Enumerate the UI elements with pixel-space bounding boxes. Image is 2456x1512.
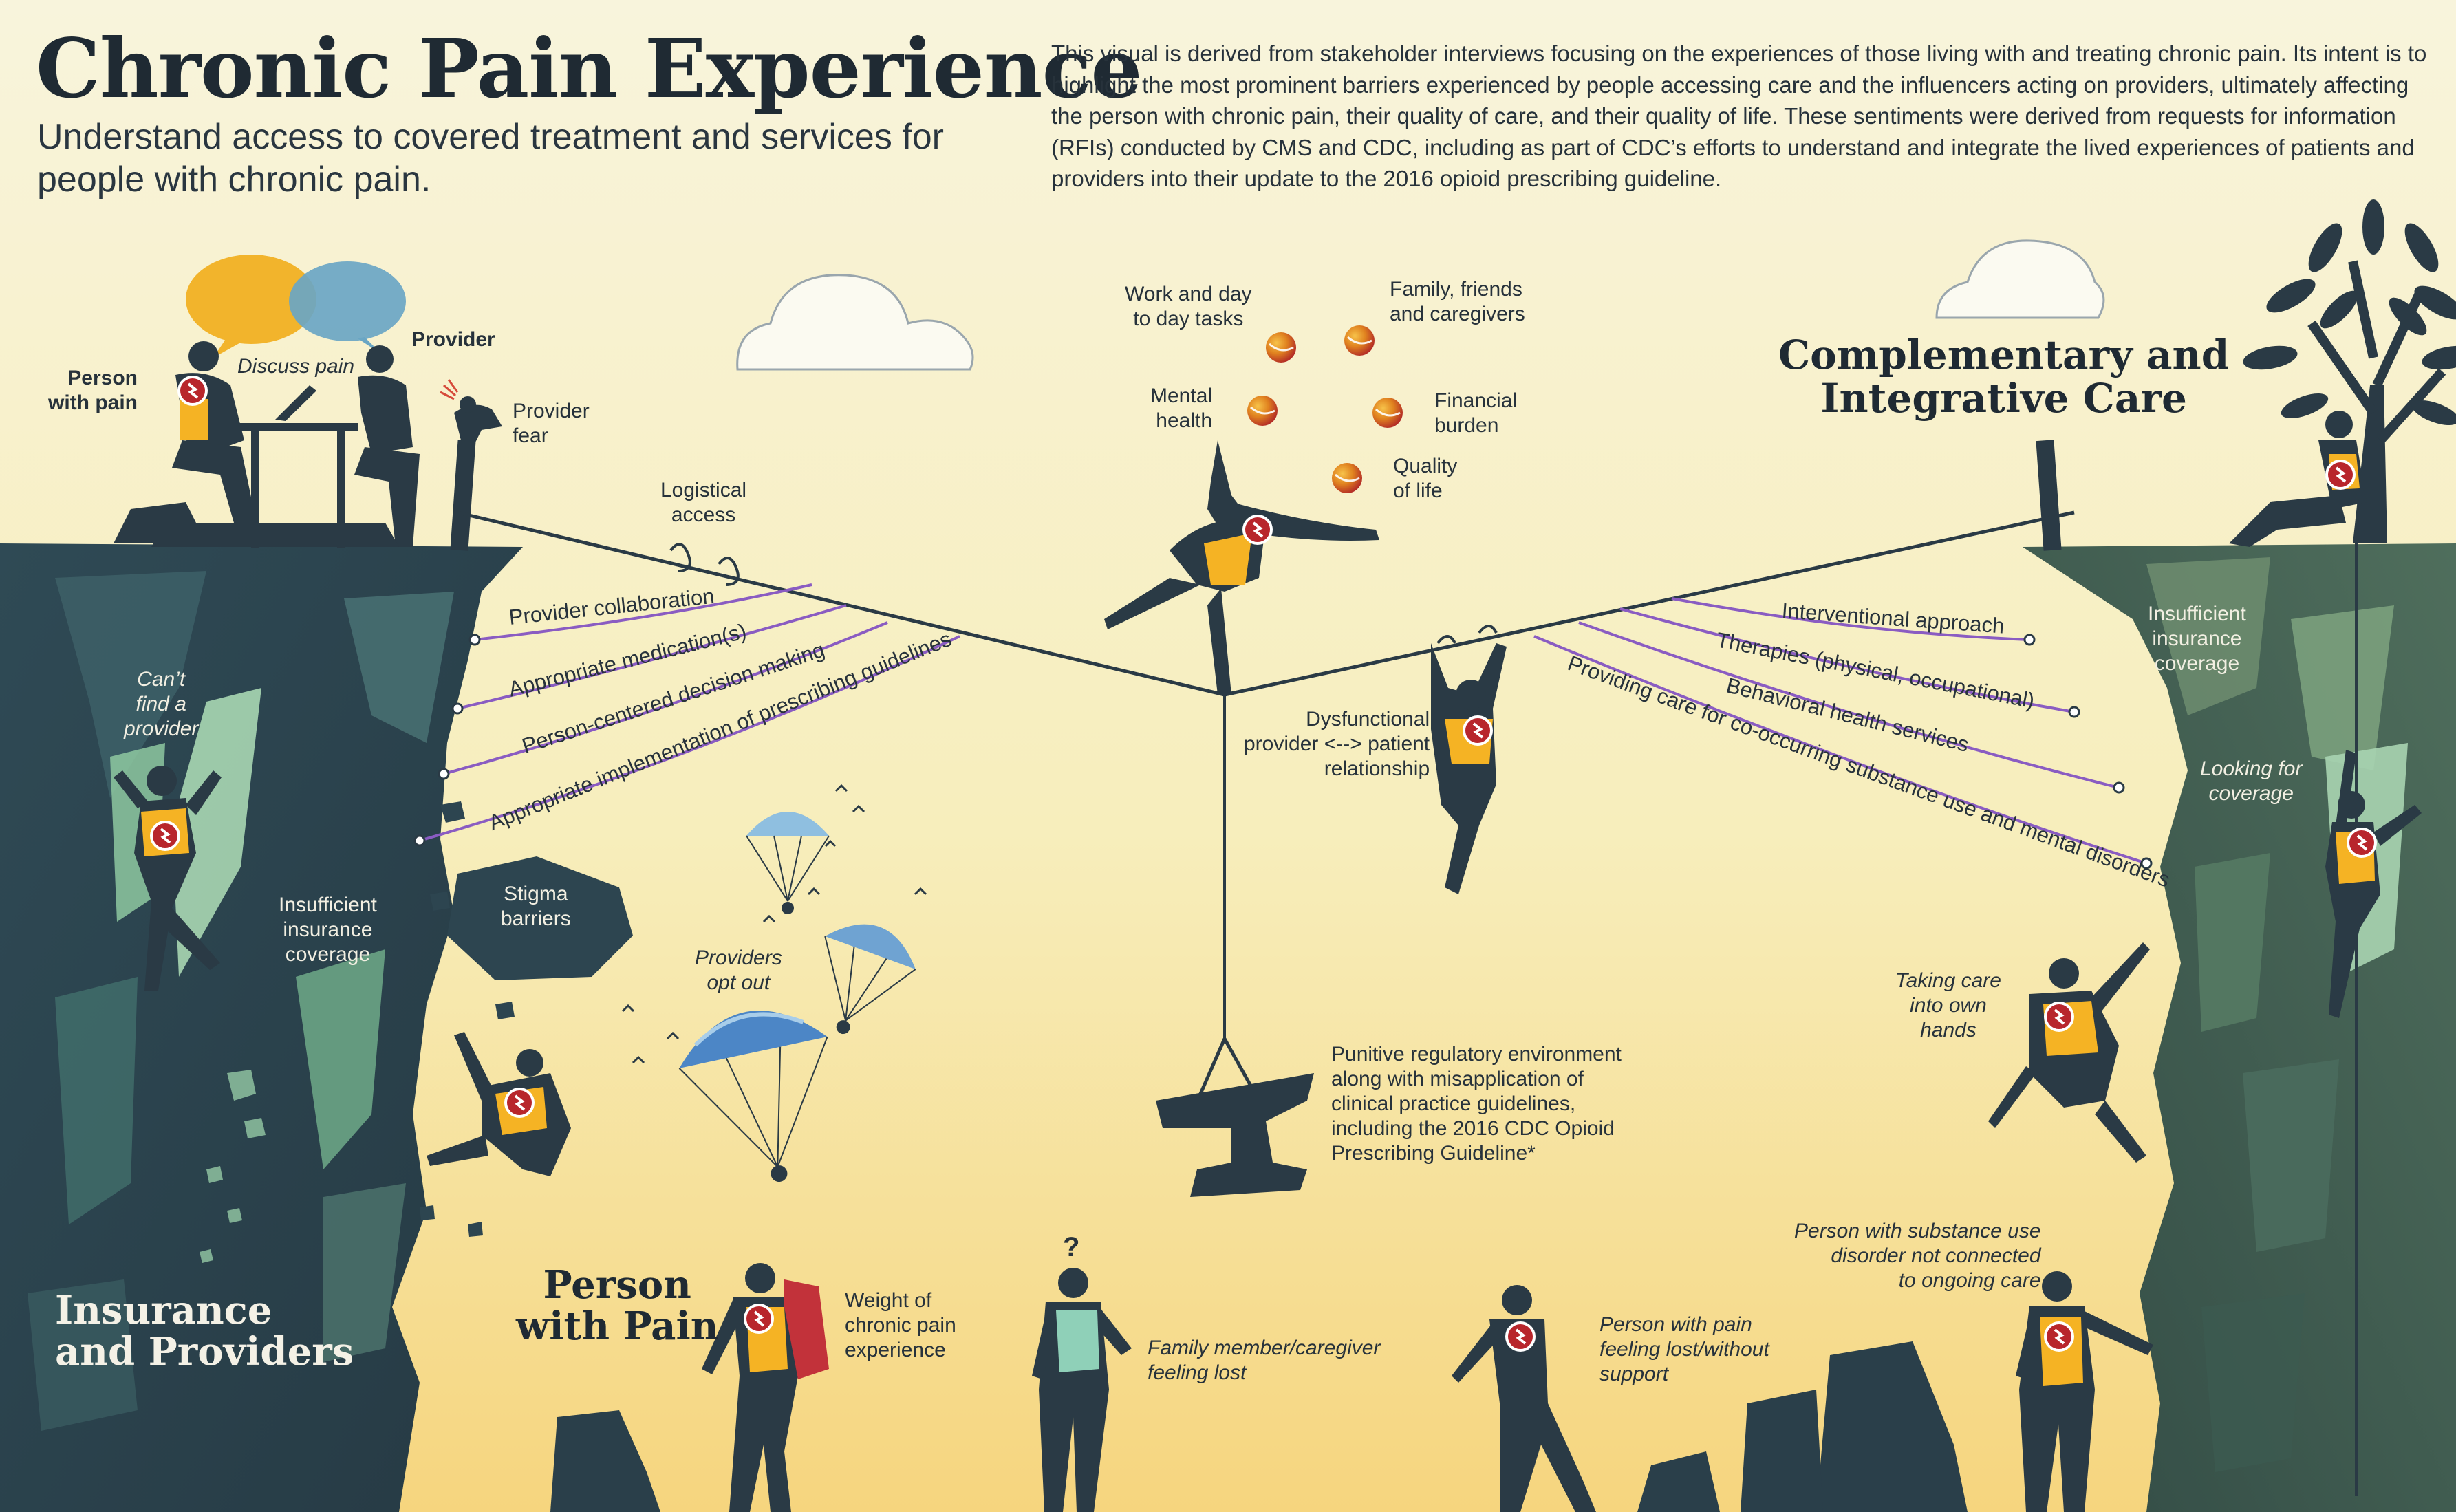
label-financial-burden: Financial burden — [1434, 389, 1518, 437]
right-rope-anchors — [2023, 634, 2153, 870]
left-rope-anchors — [413, 634, 481, 847]
label-insufficient-coverage-right: Insufficient insurance coverage — [2148, 603, 2246, 675]
label-provider-fear: Provider fear — [513, 400, 590, 447]
cloud-left — [736, 274, 974, 371]
climber-falling — [427, 1032, 571, 1176]
tightrope-walker — [1104, 440, 1379, 695]
section-insurance-label: Insurance and Providers — [55, 1288, 354, 1375]
parachute-medium — [824, 924, 916, 1035]
label-mental-health: Mental health — [1150, 385, 1213, 432]
birds — [621, 784, 927, 1064]
badge — [504, 1088, 535, 1118]
label-looking-for-coverage: Looking for coverage — [2200, 757, 2303, 805]
label-quality-of-life: Quality of life — [1393, 455, 1458, 502]
badge — [2325, 460, 2356, 490]
left-pole — [450, 440, 476, 551]
juggling-balls — [1247, 325, 1403, 493]
badge — [744, 1304, 774, 1334]
family-member-figure — [1032, 1268, 1132, 1512]
anvil-icon — [1156, 1037, 1314, 1197]
badge — [2347, 828, 2377, 858]
label-substance-use: Person with substance use disorder not c… — [1794, 1220, 2041, 1292]
crow-icon — [440, 379, 502, 444]
section-insurance-providers: Insurance and Providers — [55, 1290, 354, 1373]
desk-scene — [114, 341, 420, 548]
right-rope-lines — [1533, 597, 2147, 865]
section-complementary-care: Complementary and Integrative Care — [1778, 334, 2229, 420]
stigma-rock — [447, 856, 633, 980]
section-person-with-pain: Person with Pain — [516, 1264, 718, 1348]
badge — [1463, 715, 1493, 746]
label-person-feeling-lost: Person with pain feeling lost/without su… — [1599, 1313, 1769, 1385]
badge — [2044, 1321, 2074, 1352]
falling-rocks — [200, 1070, 266, 1263]
section-complementary-label: Complementary and Integrative Care — [1778, 332, 2230, 422]
left-rope-lines — [419, 583, 960, 842]
label-dysfunctional-relationship: Dysfunctional provider <--> patient rela… — [1244, 708, 1430, 780]
label-weight-of-pain: Weight of chronic pain experience — [845, 1289, 956, 1361]
label-cant-find-provider: Can’t find a provider — [124, 668, 199, 740]
intro-paragraph: This visual is derived from stakeholder … — [1051, 41, 2427, 191]
section-person-label: Person with Pain — [516, 1262, 719, 1350]
badge — [2044, 1002, 2074, 1032]
label-person-with-pain: Person with pain — [48, 367, 138, 414]
tree — [2243, 199, 2456, 543]
label-insufficient-coverage-left: Insufficient insurance coverage — [279, 894, 377, 966]
cloud-right — [1935, 239, 2105, 319]
label-provider: Provider — [411, 328, 495, 351]
right-pole — [2036, 440, 2062, 551]
parachute-large — [678, 1011, 828, 1182]
speech-bubble-blue — [289, 261, 406, 341]
label-taking-care: Taking care into own hands — [1895, 969, 2001, 1041]
badge — [177, 376, 208, 406]
label-punitive-environment: Punitive regulatory environment along wi… — [1331, 1043, 1622, 1165]
speech-bubble-yellow — [186, 255, 316, 344]
question-mark-icon: ? — [1063, 1232, 1080, 1262]
person-with-pain-figure — [702, 1263, 829, 1512]
label-family-feeling-lost: Family member/caregiver feeling lost — [1148, 1337, 1381, 1384]
page-subtitle: Understand access to covered treatment a… — [37, 117, 944, 199]
page-title: Chronic Pain Experience — [36, 21, 1143, 116]
parachute-small — [746, 812, 830, 914]
badge — [150, 821, 180, 851]
label-providers-opt-out: Providers opt out — [695, 947, 782, 994]
label-logistical-access: Logistical access — [660, 479, 747, 526]
label-discuss-pain: Discuss pain — [237, 355, 355, 378]
badge — [1242, 515, 1273, 545]
rope-knots — [669, 543, 1498, 645]
label-work-tasks: Work and day to day tasks — [1125, 283, 1252, 330]
badge — [1505, 1321, 1536, 1352]
label-stigma-barriers: Stigma barriers — [501, 883, 571, 930]
label-family-friends: Family, friends and caregivers — [1390, 278, 1525, 325]
person-lost-figure — [1452, 1285, 1596, 1512]
bottom-rocks — [550, 1341, 1968, 1512]
